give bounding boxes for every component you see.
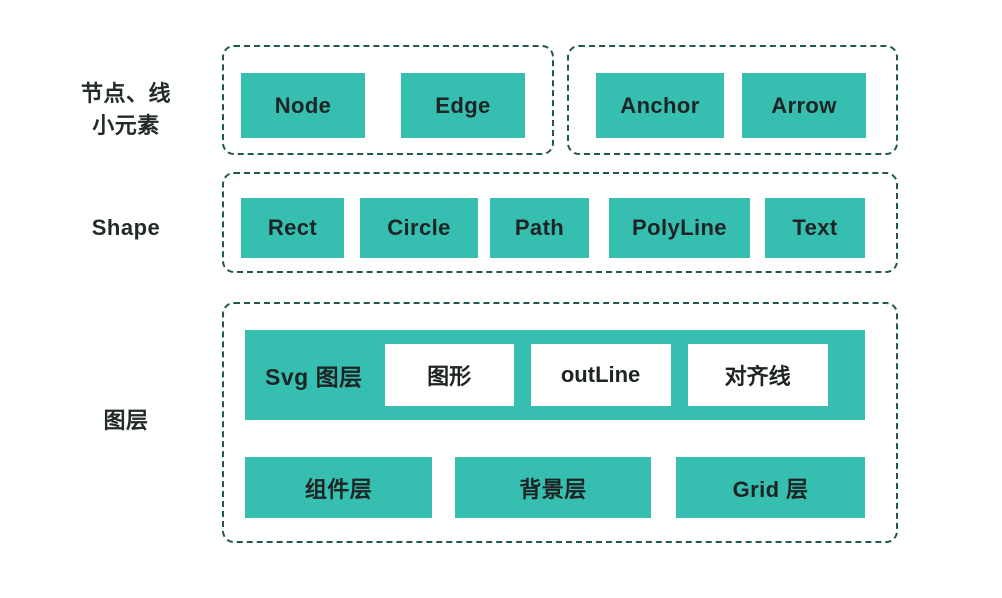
chip-grid-layer[interactable]: Grid 层 bbox=[676, 457, 865, 518]
chip-text[interactable]: Text bbox=[765, 198, 865, 258]
chip-path[interactable]: Path bbox=[490, 198, 589, 258]
chip-circle[interactable]: Circle bbox=[360, 198, 478, 258]
chip-outline[interactable]: outLine bbox=[530, 344, 671, 406]
chip-edge[interactable]: Edge bbox=[401, 73, 525, 138]
chip-polyline[interactable]: PolyLine bbox=[609, 198, 750, 258]
chip-rect[interactable]: Rect bbox=[241, 198, 344, 258]
svg-layer-title: Svg 图层 bbox=[265, 364, 363, 390]
chip-component-layer[interactable]: 组件层 bbox=[245, 457, 432, 518]
row-label-elements: 节点、线 小元素 bbox=[40, 78, 212, 142]
row-label-elements-line2: 小元素 bbox=[92, 112, 160, 138]
chip-anchor[interactable]: Anchor bbox=[596, 73, 724, 138]
row-label-layer: 图层 bbox=[103, 408, 149, 433]
chip-align-line[interactable]: 对齐线 bbox=[687, 344, 828, 406]
chip-arrow[interactable]: Arrow bbox=[742, 73, 866, 138]
row-label-elements-line1: 节点、线 bbox=[80, 81, 171, 106]
chip-graphic[interactable]: 图形 bbox=[384, 344, 514, 406]
svg-layer-bar[interactable]: Svg 图层 图形 outLine 对齐线 bbox=[245, 330, 865, 420]
row-label-shape: Shape bbox=[91, 215, 161, 240]
chip-node[interactable]: Node bbox=[241, 73, 365, 138]
chip-background-layer[interactable]: 背景层 bbox=[455, 457, 651, 518]
